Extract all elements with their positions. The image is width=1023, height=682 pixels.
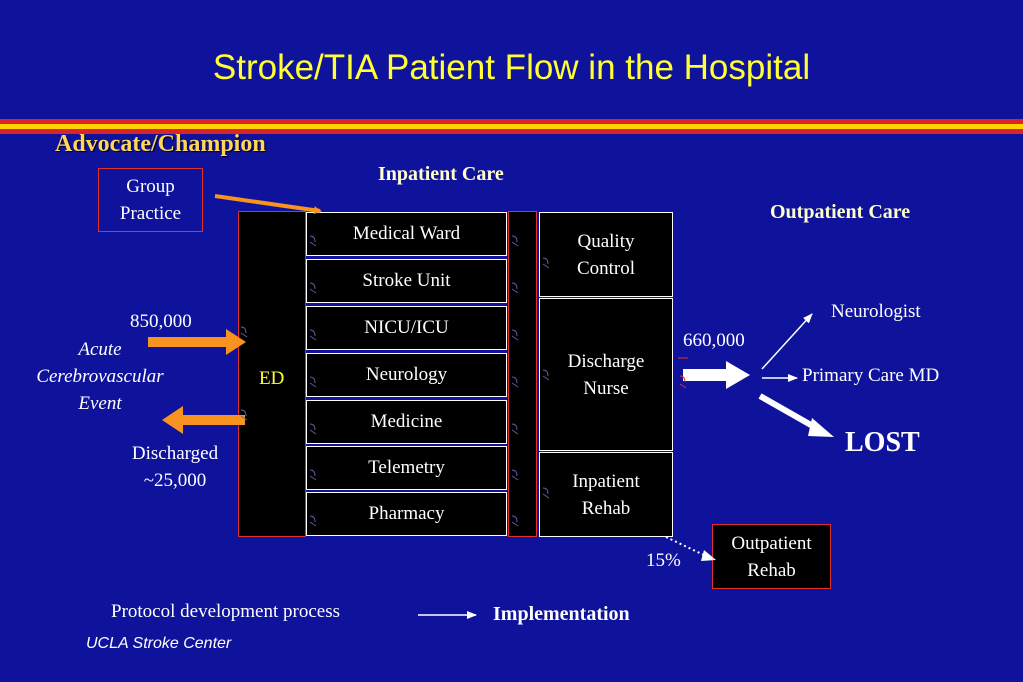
neurologist-arrow xyxy=(761,313,813,370)
header-stripe-red-top xyxy=(0,119,1023,124)
lost-label: LOST xyxy=(845,427,920,458)
dept-nicu-icu: NICU/ICU xyxy=(306,306,507,350)
header-stripe-red-bottom xyxy=(0,129,1023,134)
decorative-marks xyxy=(240,235,550,527)
dept-medicine: Medicine xyxy=(306,400,507,444)
discharged-arrow xyxy=(162,406,245,434)
quality-control-box: Quality Control xyxy=(539,212,673,297)
acute-event-label: Acute Cerebrovascular Event xyxy=(36,339,164,414)
dept-label: Neurology xyxy=(365,364,448,385)
outflow-arrow xyxy=(683,361,750,389)
lost-arrow xyxy=(758,393,834,437)
outpatient-rehab-box: Outpatient Rehab xyxy=(712,524,831,589)
inflow-count: 850,000 xyxy=(130,311,192,332)
implementation-label: Implementation xyxy=(493,603,630,625)
dept-pharmacy: Pharmacy xyxy=(306,492,507,536)
dept-label: Medical Ward xyxy=(352,223,461,244)
group-practice-box: Group Practice xyxy=(98,168,203,232)
dept-label: Telemetry xyxy=(368,457,445,478)
dept-telemetry: Telemetry xyxy=(306,446,507,490)
outpatient-rehab-label: Outpatient Rehab xyxy=(731,532,812,581)
page-title: Stroke/TIA Patient Flow in the Hospital xyxy=(212,48,811,87)
outpatient-rehab-arrow xyxy=(665,536,716,561)
dept-label: Medicine xyxy=(370,411,443,432)
inflow-arrow xyxy=(148,329,246,355)
footer-label: UCLA Stroke Center xyxy=(86,635,232,652)
red-marks xyxy=(678,357,688,389)
group-practice-arrow xyxy=(214,194,322,215)
neurologist-label: Neurologist xyxy=(831,301,921,322)
outpatient-care-label: Outpatient Care xyxy=(770,201,911,223)
inpatient-rehab-box: Inpatient Rehab xyxy=(539,452,673,537)
connector-column xyxy=(508,211,537,537)
inpatient-care-label: Inpatient Care xyxy=(378,163,504,185)
outflow-count: 660,000 xyxy=(683,330,745,351)
discharge-nurse-box: Discharge Nurse xyxy=(539,298,673,451)
advocate-label: Advocate/Champion xyxy=(55,131,266,157)
dept-medical-ward: Medical Ward xyxy=(306,212,507,256)
dept-label: Stroke Unit xyxy=(362,270,451,291)
dept-label: Pharmacy xyxy=(368,503,445,524)
dept-stroke-unit: Stroke Unit xyxy=(306,259,507,303)
ed-box xyxy=(238,211,306,537)
discharge-nurse-label: Discharge Nurse xyxy=(567,350,645,399)
discharged-label: Discharged ~25,000 xyxy=(131,443,219,491)
inpatient-rehab-label: Inpatient Rehab xyxy=(572,470,640,519)
quality-control-label: Quality Control xyxy=(576,230,636,279)
dept-neurology: Neurology xyxy=(306,353,507,397)
dept-label: NICU/ICU xyxy=(364,317,449,338)
rehab-percent: 15% xyxy=(646,550,681,571)
header-stripe-yellow xyxy=(0,124,1023,129)
protocol-dev-label: Protocol development process xyxy=(111,601,341,622)
ed-label: ED xyxy=(259,368,285,389)
group-practice-label: Group Practice xyxy=(119,176,182,224)
primary-care-label: Primary Care MD xyxy=(802,365,940,386)
